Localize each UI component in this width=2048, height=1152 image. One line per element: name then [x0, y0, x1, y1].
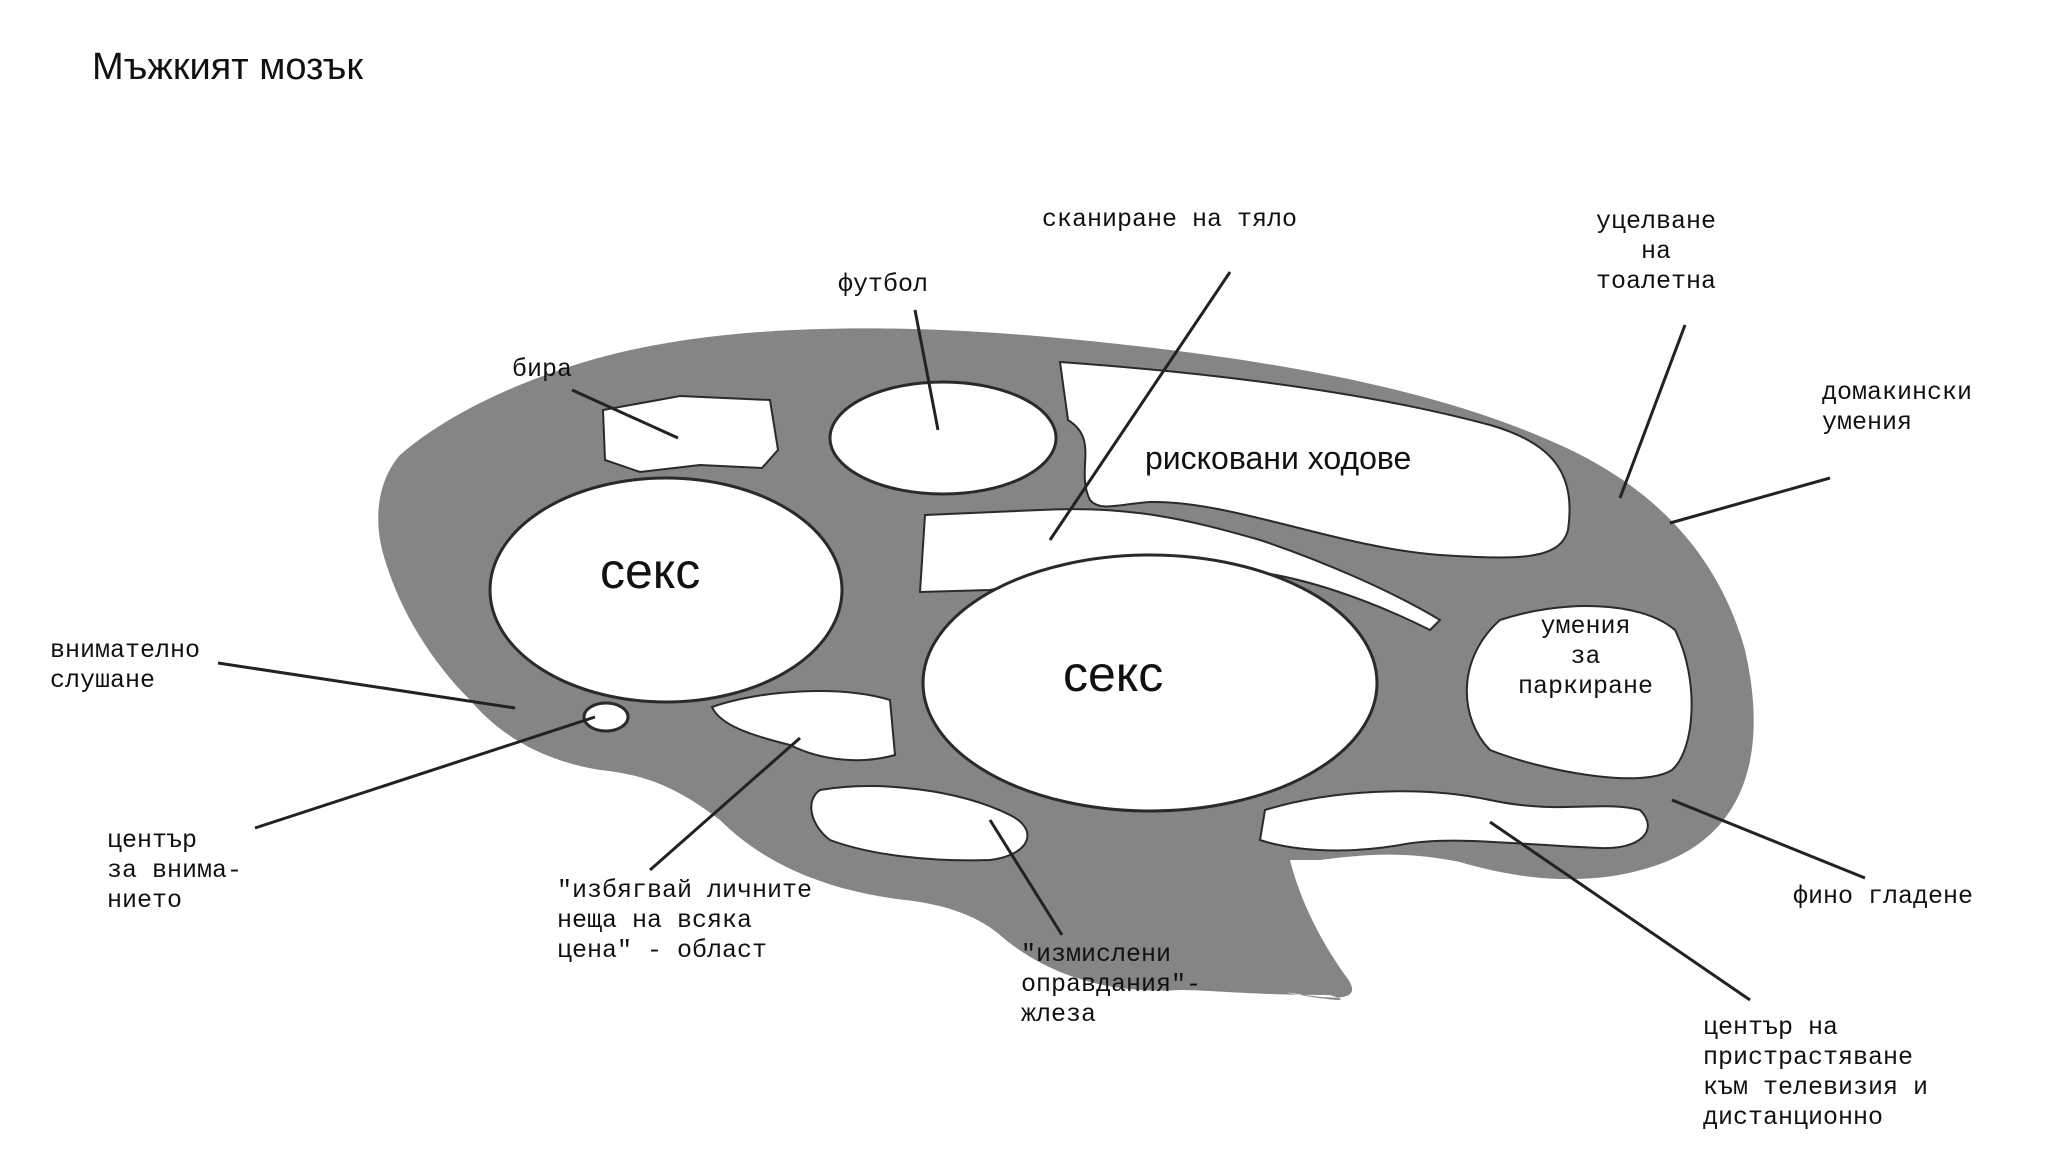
label-avoid-personal-line-3: цена" - област	[557, 936, 768, 965]
region-avoid-personal	[710, 690, 897, 762]
sex-center-label: секс	[1063, 646, 1164, 702]
label-careful-listening: внимателно слушане	[50, 636, 200, 696]
label-beer: бира	[512, 355, 573, 384]
page-title: Мъжкият мозък	[92, 46, 364, 88]
label-housework: домакински умения	[1822, 378, 1972, 438]
label-aim-toilet-line-1: уцелване	[1596, 207, 1717, 236]
pointer-excuses	[988, 819, 1064, 936]
label-avoid-personal: "избягвай личните неща на всяка цена" - …	[557, 876, 812, 966]
pointer-attention-center	[254, 715, 596, 830]
label-football: футбол	[838, 270, 929, 299]
label-attention-center-line-1: център	[107, 826, 198, 855]
brain-region-beer-gap	[601, 394, 780, 474]
label-housework-line-1: домакински	[1822, 378, 1973, 407]
label-tv-addiction: център на пристрастяване към телевизия и…	[1703, 1013, 1928, 1133]
pointer-housework	[1669, 476, 1831, 525]
parking-label-line-1: умения	[1540, 612, 1631, 641]
pointer-lines	[217, 271, 1866, 1002]
region-sex-center	[921, 553, 1379, 813]
label-aim-toilet-line-3: тоалетна	[1596, 267, 1717, 296]
parking-label-line-3: паркиране	[1518, 672, 1654, 701]
pointer-fine-ironing	[1671, 798, 1866, 880]
label-excuses-line-2: оправдания"-	[1021, 970, 1202, 999]
label-tv-addiction-line-3: към телевизия и	[1703, 1073, 1929, 1102]
parking-label: умения за паркиране	[1518, 612, 1653, 702]
label-tv-addiction-line-1: център на	[1703, 1013, 1839, 1042]
pointer-body-scanning	[1048, 271, 1232, 541]
region-tv-addiction	[1258, 790, 1649, 852]
label-aim-toilet: уцелване на тоалетна	[1596, 207, 1716, 297]
region-attention-center	[582, 701, 630, 733]
label-avoid-personal-line-1: "избягвай личните	[557, 876, 813, 905]
label-excuses-line-1: "измислени	[1021, 940, 1172, 969]
pointer-football	[913, 309, 940, 431]
label-body-scanning: сканиране на тяло	[1042, 205, 1298, 234]
label-attention-center-line-2: за внима-	[107, 856, 243, 885]
label-avoid-personal-line-2: неща на всяка	[557, 906, 753, 935]
pointer-aim-toilet	[1618, 324, 1687, 499]
label-housework-line-2: умения	[1822, 408, 1913, 437]
region-football	[828, 380, 1058, 496]
label-aim-toilet-line-2: на	[1641, 237, 1672, 266]
region-parking	[1465, 605, 1693, 780]
parking-label-line-2: за	[1570, 642, 1601, 671]
region-risky-moves	[1058, 360, 1571, 559]
region-sex-left	[488, 476, 844, 704]
pointer-avoid-personal	[649, 736, 801, 872]
sex-left-label: секс	[600, 543, 701, 599]
label-attention-center: център за внима- нието	[107, 826, 242, 916]
label-attention-center-line-3: нието	[107, 886, 183, 915]
label-excuses-line-3: жлеза	[1021, 1000, 1097, 1029]
label-tv-addiction-line-2: пристрастяване	[1703, 1043, 1914, 1072]
label-tv-addiction-line-4: дистанционно	[1703, 1103, 1884, 1132]
label-careful-listening-line-2: слушане	[50, 666, 156, 695]
label-excuses: "измислени оправдания"- жлеза	[1021, 940, 1201, 1030]
pointer-careful-listening	[217, 661, 516, 710]
pointer-tv-addiction	[1489, 820, 1751, 1002]
risky-moves-label: рисковани ходове	[1145, 440, 1412, 476]
pointer-beer	[571, 388, 679, 440]
region-excuses	[810, 785, 1029, 862]
label-careful-listening-line-1: внимателно	[50, 636, 201, 665]
label-fine-ironing: фино гладене	[1793, 882, 1974, 911]
